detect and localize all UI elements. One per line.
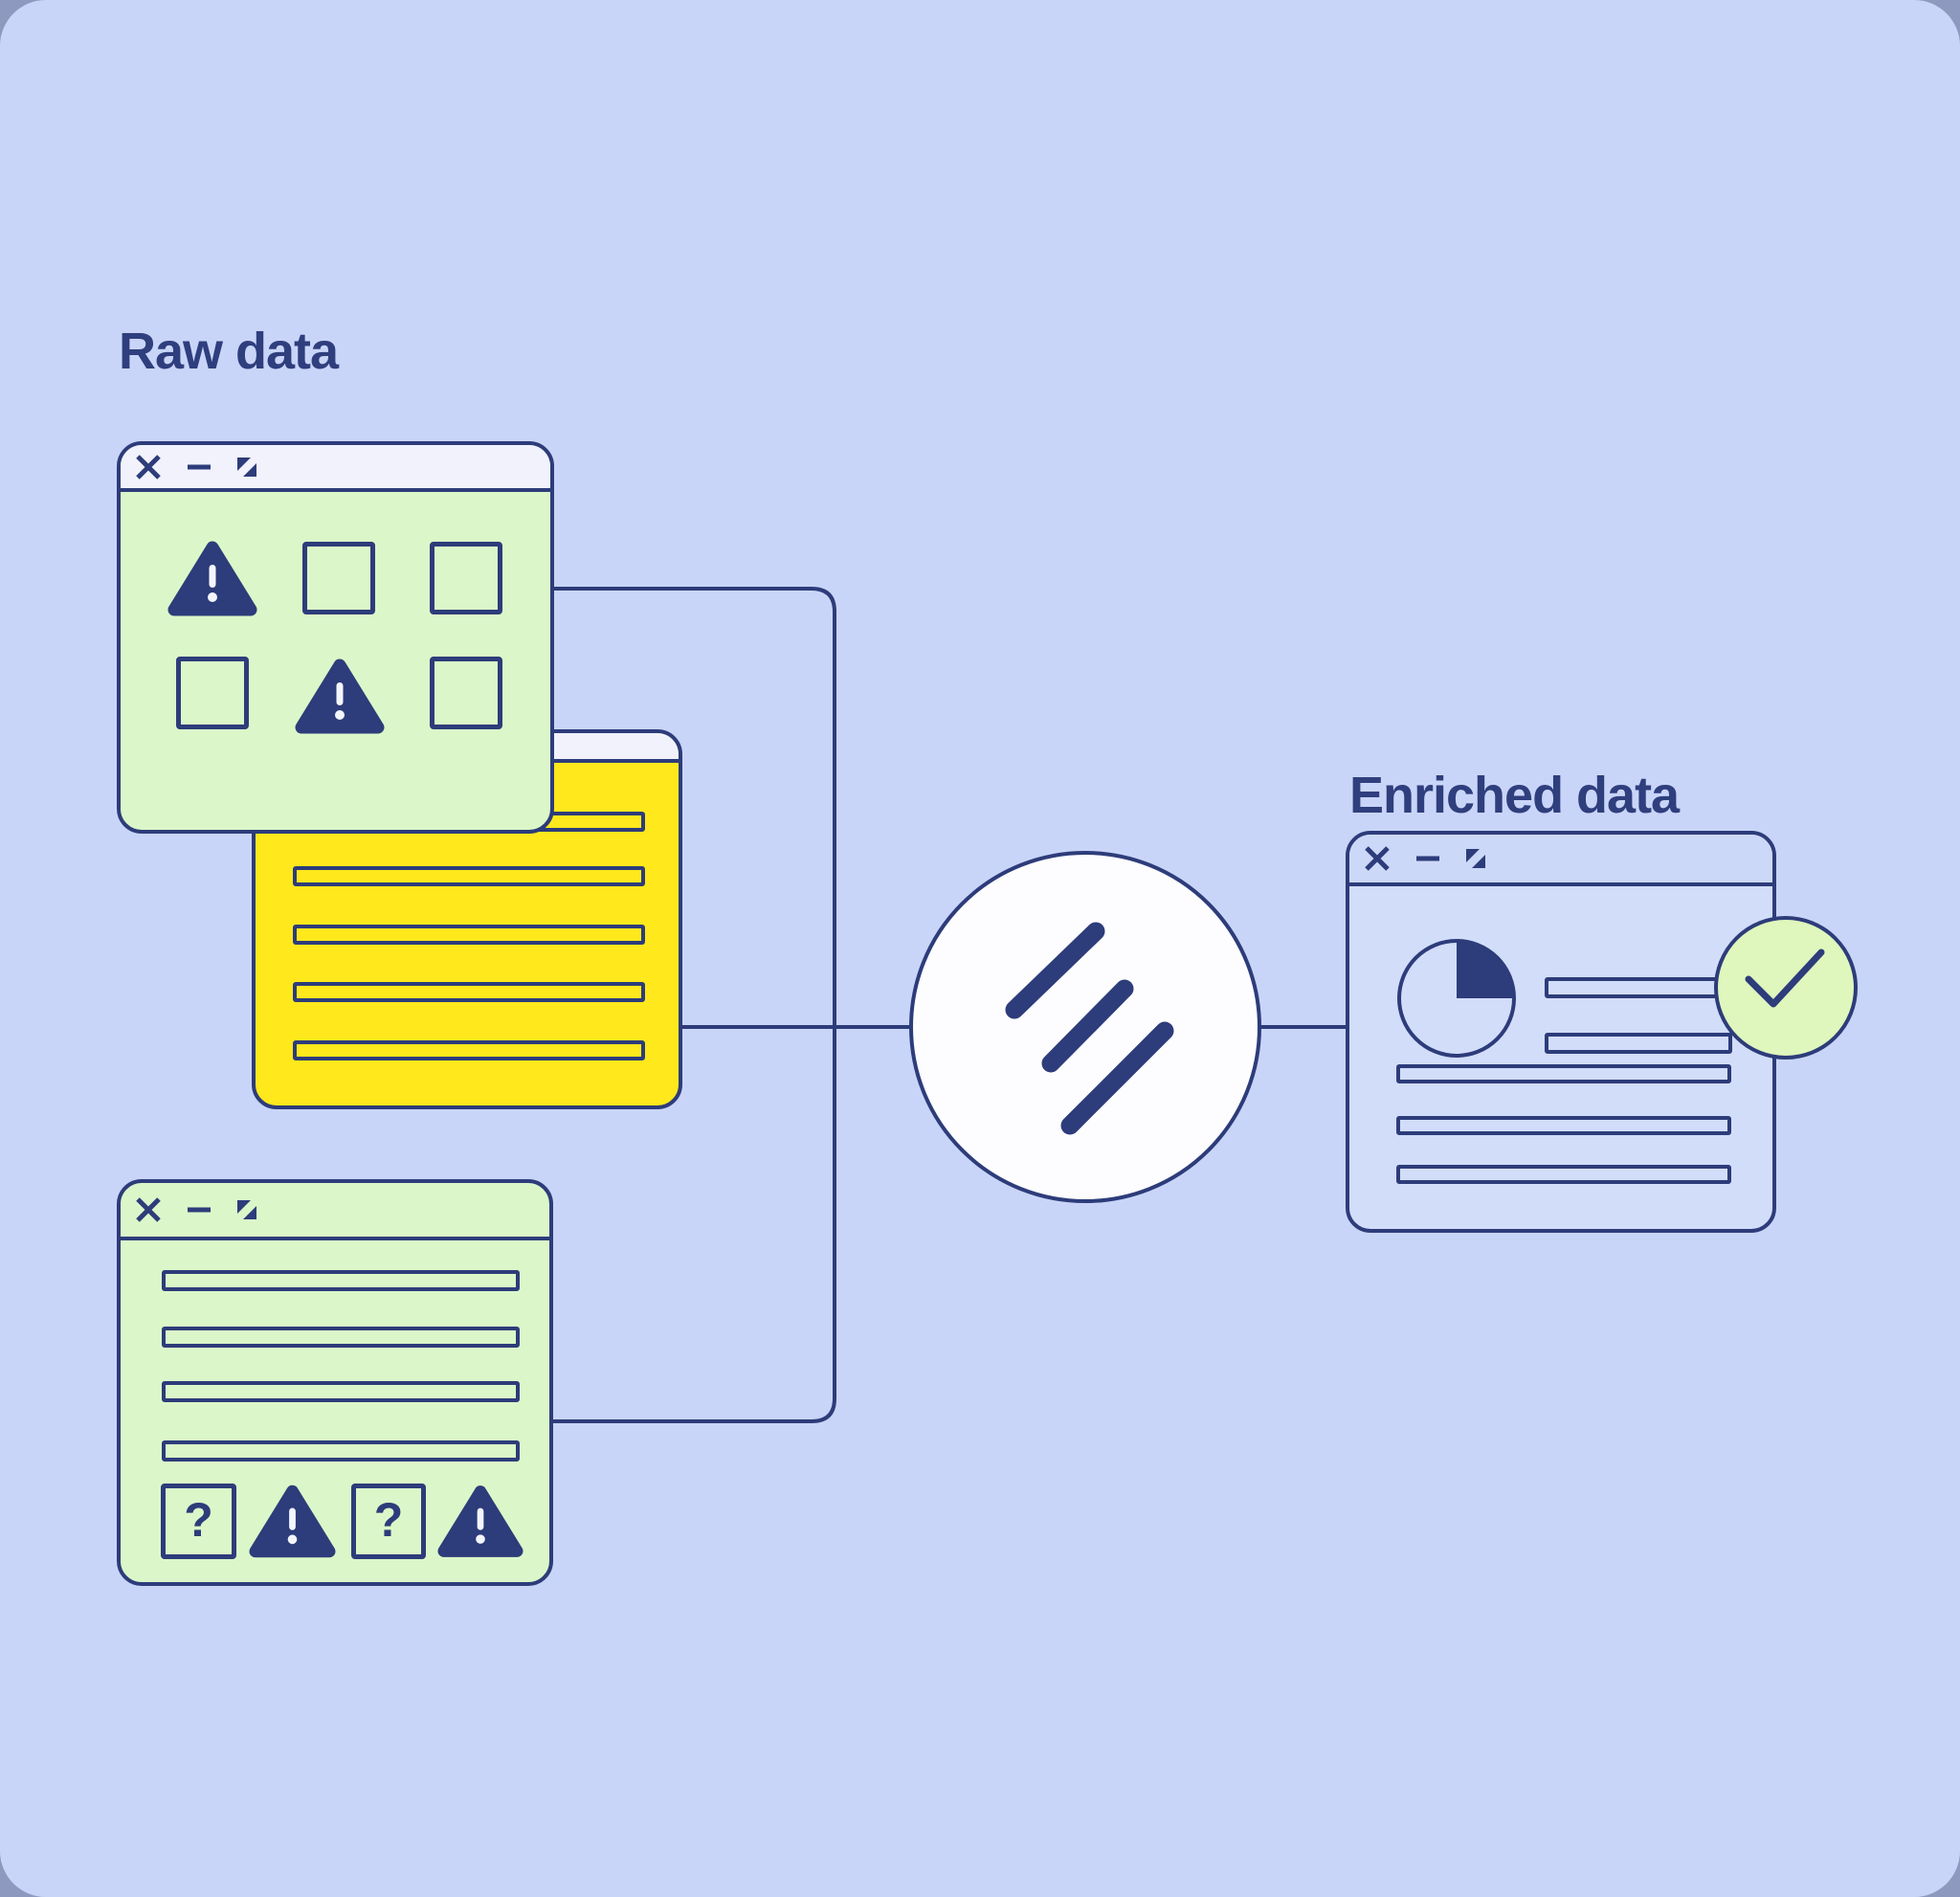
connector-grid-to-list <box>552 587 836 1423</box>
close-icon[interactable] <box>134 1195 163 1224</box>
close-icon[interactable] <box>1363 844 1392 873</box>
text-line <box>1396 1165 1731 1184</box>
question-mark-glyph: ? <box>184 1492 213 1547</box>
text-line <box>293 866 645 886</box>
empty-square-item <box>176 657 249 729</box>
resize-icon[interactable] <box>235 1198 258 1221</box>
close-icon[interactable] <box>134 453 163 481</box>
question-square-item: ? <box>351 1484 426 1559</box>
checkmark-icon <box>1745 948 1825 1008</box>
warning-icon <box>249 1483 336 1559</box>
text-line <box>293 1040 645 1060</box>
minimize-icon[interactable] <box>186 453 212 481</box>
raw-list-window: ? ? <box>117 1179 553 1586</box>
text-line <box>162 1327 520 1348</box>
text-line <box>162 1381 520 1402</box>
raw-grid-titlebar <box>121 445 550 492</box>
text-line <box>162 1440 520 1462</box>
text-line <box>1545 977 1732 998</box>
minimize-icon[interactable] <box>186 1195 212 1224</box>
raw-data-label: Raw data <box>119 323 339 380</box>
enriched-titlebar <box>1349 835 1772 886</box>
resize-icon[interactable] <box>235 456 258 479</box>
empty-square-item <box>302 542 375 614</box>
text-line <box>293 925 645 945</box>
check-badge <box>1714 916 1858 1060</box>
transform-engine-logo <box>907 849 1263 1205</box>
text-line <box>1545 1033 1732 1054</box>
text-line <box>1396 1116 1731 1135</box>
logo-diagonal-bars <box>1005 922 1174 1135</box>
warning-icon <box>437 1483 523 1559</box>
minimize-icon[interactable] <box>1414 844 1441 873</box>
empty-square-item <box>430 542 502 614</box>
enriched-data-label: Enriched data <box>1349 767 1680 824</box>
text-line <box>293 982 645 1002</box>
warning-icon <box>167 539 257 617</box>
raw-grid-window <box>117 441 554 834</box>
text-line <box>1396 1064 1731 1083</box>
resize-icon[interactable] <box>1464 847 1487 870</box>
empty-square-item <box>430 657 502 729</box>
pie-chart-icon <box>1394 936 1519 1060</box>
enriched-data-window <box>1346 831 1776 1233</box>
text-line <box>162 1270 520 1291</box>
question-square-item: ? <box>161 1484 236 1559</box>
question-mark-glyph: ? <box>373 1492 404 1547</box>
warning-icon <box>295 657 385 735</box>
raw-list-titlebar <box>121 1183 549 1240</box>
